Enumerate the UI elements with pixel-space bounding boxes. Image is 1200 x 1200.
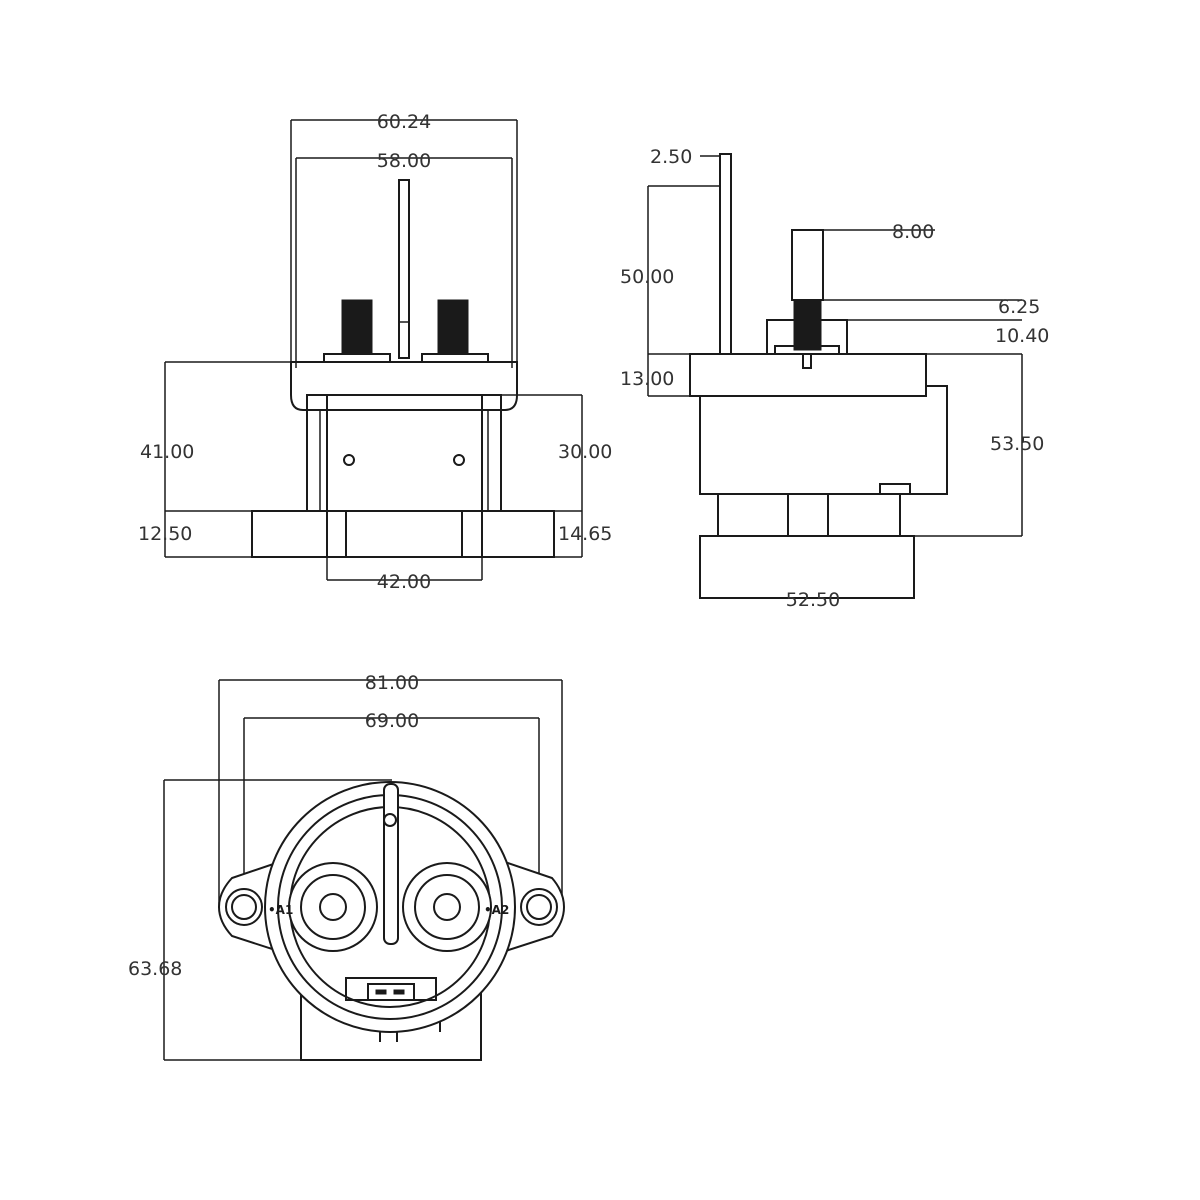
dimension-thread-length: 6.25: [823, 296, 1040, 318]
dimension-overall-length: 81.00: [218, 672, 563, 908]
mount-hole-left-outer: [225, 888, 263, 926]
dim-label-flange-right: 14.65: [558, 523, 612, 545]
dimension-cover-width: 58.00: [295, 150, 513, 368]
terminal-label-a2: •A2: [484, 903, 509, 917]
dim-label-overall-width: 60.24: [377, 111, 431, 133]
side-tab: [719, 153, 732, 355]
dimension-overall-width: 60.24: [290, 111, 518, 368]
dim-label-cover-width: 58.00: [377, 150, 431, 172]
top-center-slot: [383, 783, 399, 945]
relay-body: [306, 394, 502, 512]
relay-base: [251, 510, 555, 558]
side-flange: [689, 353, 927, 397]
side-stud-thread: [793, 299, 822, 351]
dim-label-body-depth: 52.50: [786, 589, 840, 611]
terminal-a2-hole: [433, 893, 461, 921]
mount-hole-right: [526, 894, 552, 920]
dimension-tab-height: 50.00: [620, 185, 720, 354]
top-view: 81.00 69.00 63.68: [128, 672, 566, 1061]
dim-label-body-height-side: 53.50: [990, 433, 1044, 455]
coil-connector: [345, 977, 437, 1001]
mount-hole-right-outer: [520, 888, 558, 926]
side-view: 2.50 50.00 8.00 6.25 10.40: [620, 146, 1049, 611]
dimension-tab-thickness: 2.50: [650, 146, 720, 168]
dimension-total-height: 41.00: [140, 361, 291, 557]
dim-label-flange-height: 13.00: [620, 368, 674, 390]
dimension-base-width: 42.00: [326, 557, 483, 593]
terminal-a1-outer: [288, 862, 378, 952]
dim-label-total-height: 41.00: [140, 441, 194, 463]
terminal-stud-left: [323, 299, 391, 363]
dimension-flange-right: 14.65: [554, 510, 612, 558]
terminal-label-a1: •A1: [268, 903, 293, 917]
dimension-body-height-side: 53.50: [914, 353, 1044, 537]
dim-label-tab-height: 50.00: [620, 266, 674, 288]
side-body: [699, 385, 948, 495]
dimension-hole-spacing: 69.00: [243, 710, 540, 890]
terminal-stud-right: [421, 299, 489, 363]
dimension-flange-left: 12.50: [138, 510, 252, 558]
mounting-hole-left: [343, 454, 355, 466]
mounting-flange: [290, 361, 518, 411]
dim-label-thread-length: 6.25: [998, 296, 1040, 318]
dim-label-stud-diameter: 8.00: [892, 221, 934, 243]
dim-label-hole-spacing: 69.00: [365, 710, 419, 732]
mounting-hole-right: [453, 454, 465, 466]
dim-label-flange-left: 12.50: [138, 523, 192, 545]
terminal-a2-outer: [402, 862, 492, 952]
dimension-flange-height: 13.00: [620, 353, 690, 397]
dim-label-body-height: 30.00: [558, 441, 612, 463]
front-view: 60.24 58.00: [138, 111, 612, 593]
dim-label-nut-height: 10.40: [995, 325, 1049, 347]
dimension-stud-diameter: 8.00: [823, 221, 935, 243]
dim-label-height-top: 63.68: [128, 958, 182, 980]
dim-label-tab-thickness: 2.50: [650, 146, 692, 168]
center-tab: [398, 179, 410, 359]
mount-hole-left: [231, 894, 257, 920]
side-stud: [791, 229, 824, 301]
terminal-a1-hole: [319, 893, 347, 921]
dim-label-base-width: 42.00: [377, 571, 431, 593]
dimension-body-depth: 52.50: [700, 589, 914, 611]
dimension-nut-height: 10.40: [847, 319, 1049, 347]
side-base: [717, 493, 901, 537]
dim-label-overall-length: 81.00: [365, 672, 419, 694]
dimension-body-height: 30.00: [501, 394, 612, 557]
